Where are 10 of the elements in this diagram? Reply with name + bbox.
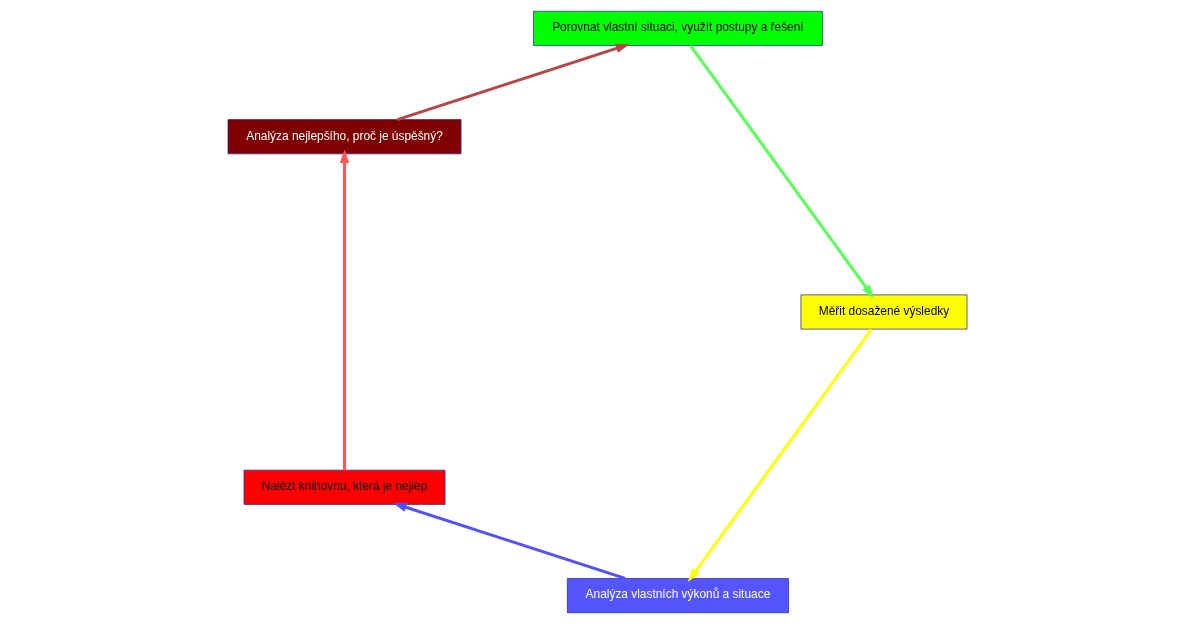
node-box: Analýza nejlepšího, proč je úspěšný?	[227, 119, 462, 155]
arrow	[687, 328, 873, 582]
arrow	[339, 149, 350, 471]
node-box: Nalézt knihovnu, která je nejlep	[243, 469, 446, 505]
node-box: Analýza vlastních výkonů a situace	[566, 578, 789, 614]
node-box: Porovnat vlastní situaci, využít postupy a řešení	[533, 10, 823, 46]
arrow	[396, 43, 630, 121]
arrow	[689, 44, 874, 299]
arrow	[393, 502, 626, 580]
node-box: Měřit dosažené výsledky	[800, 294, 968, 330]
